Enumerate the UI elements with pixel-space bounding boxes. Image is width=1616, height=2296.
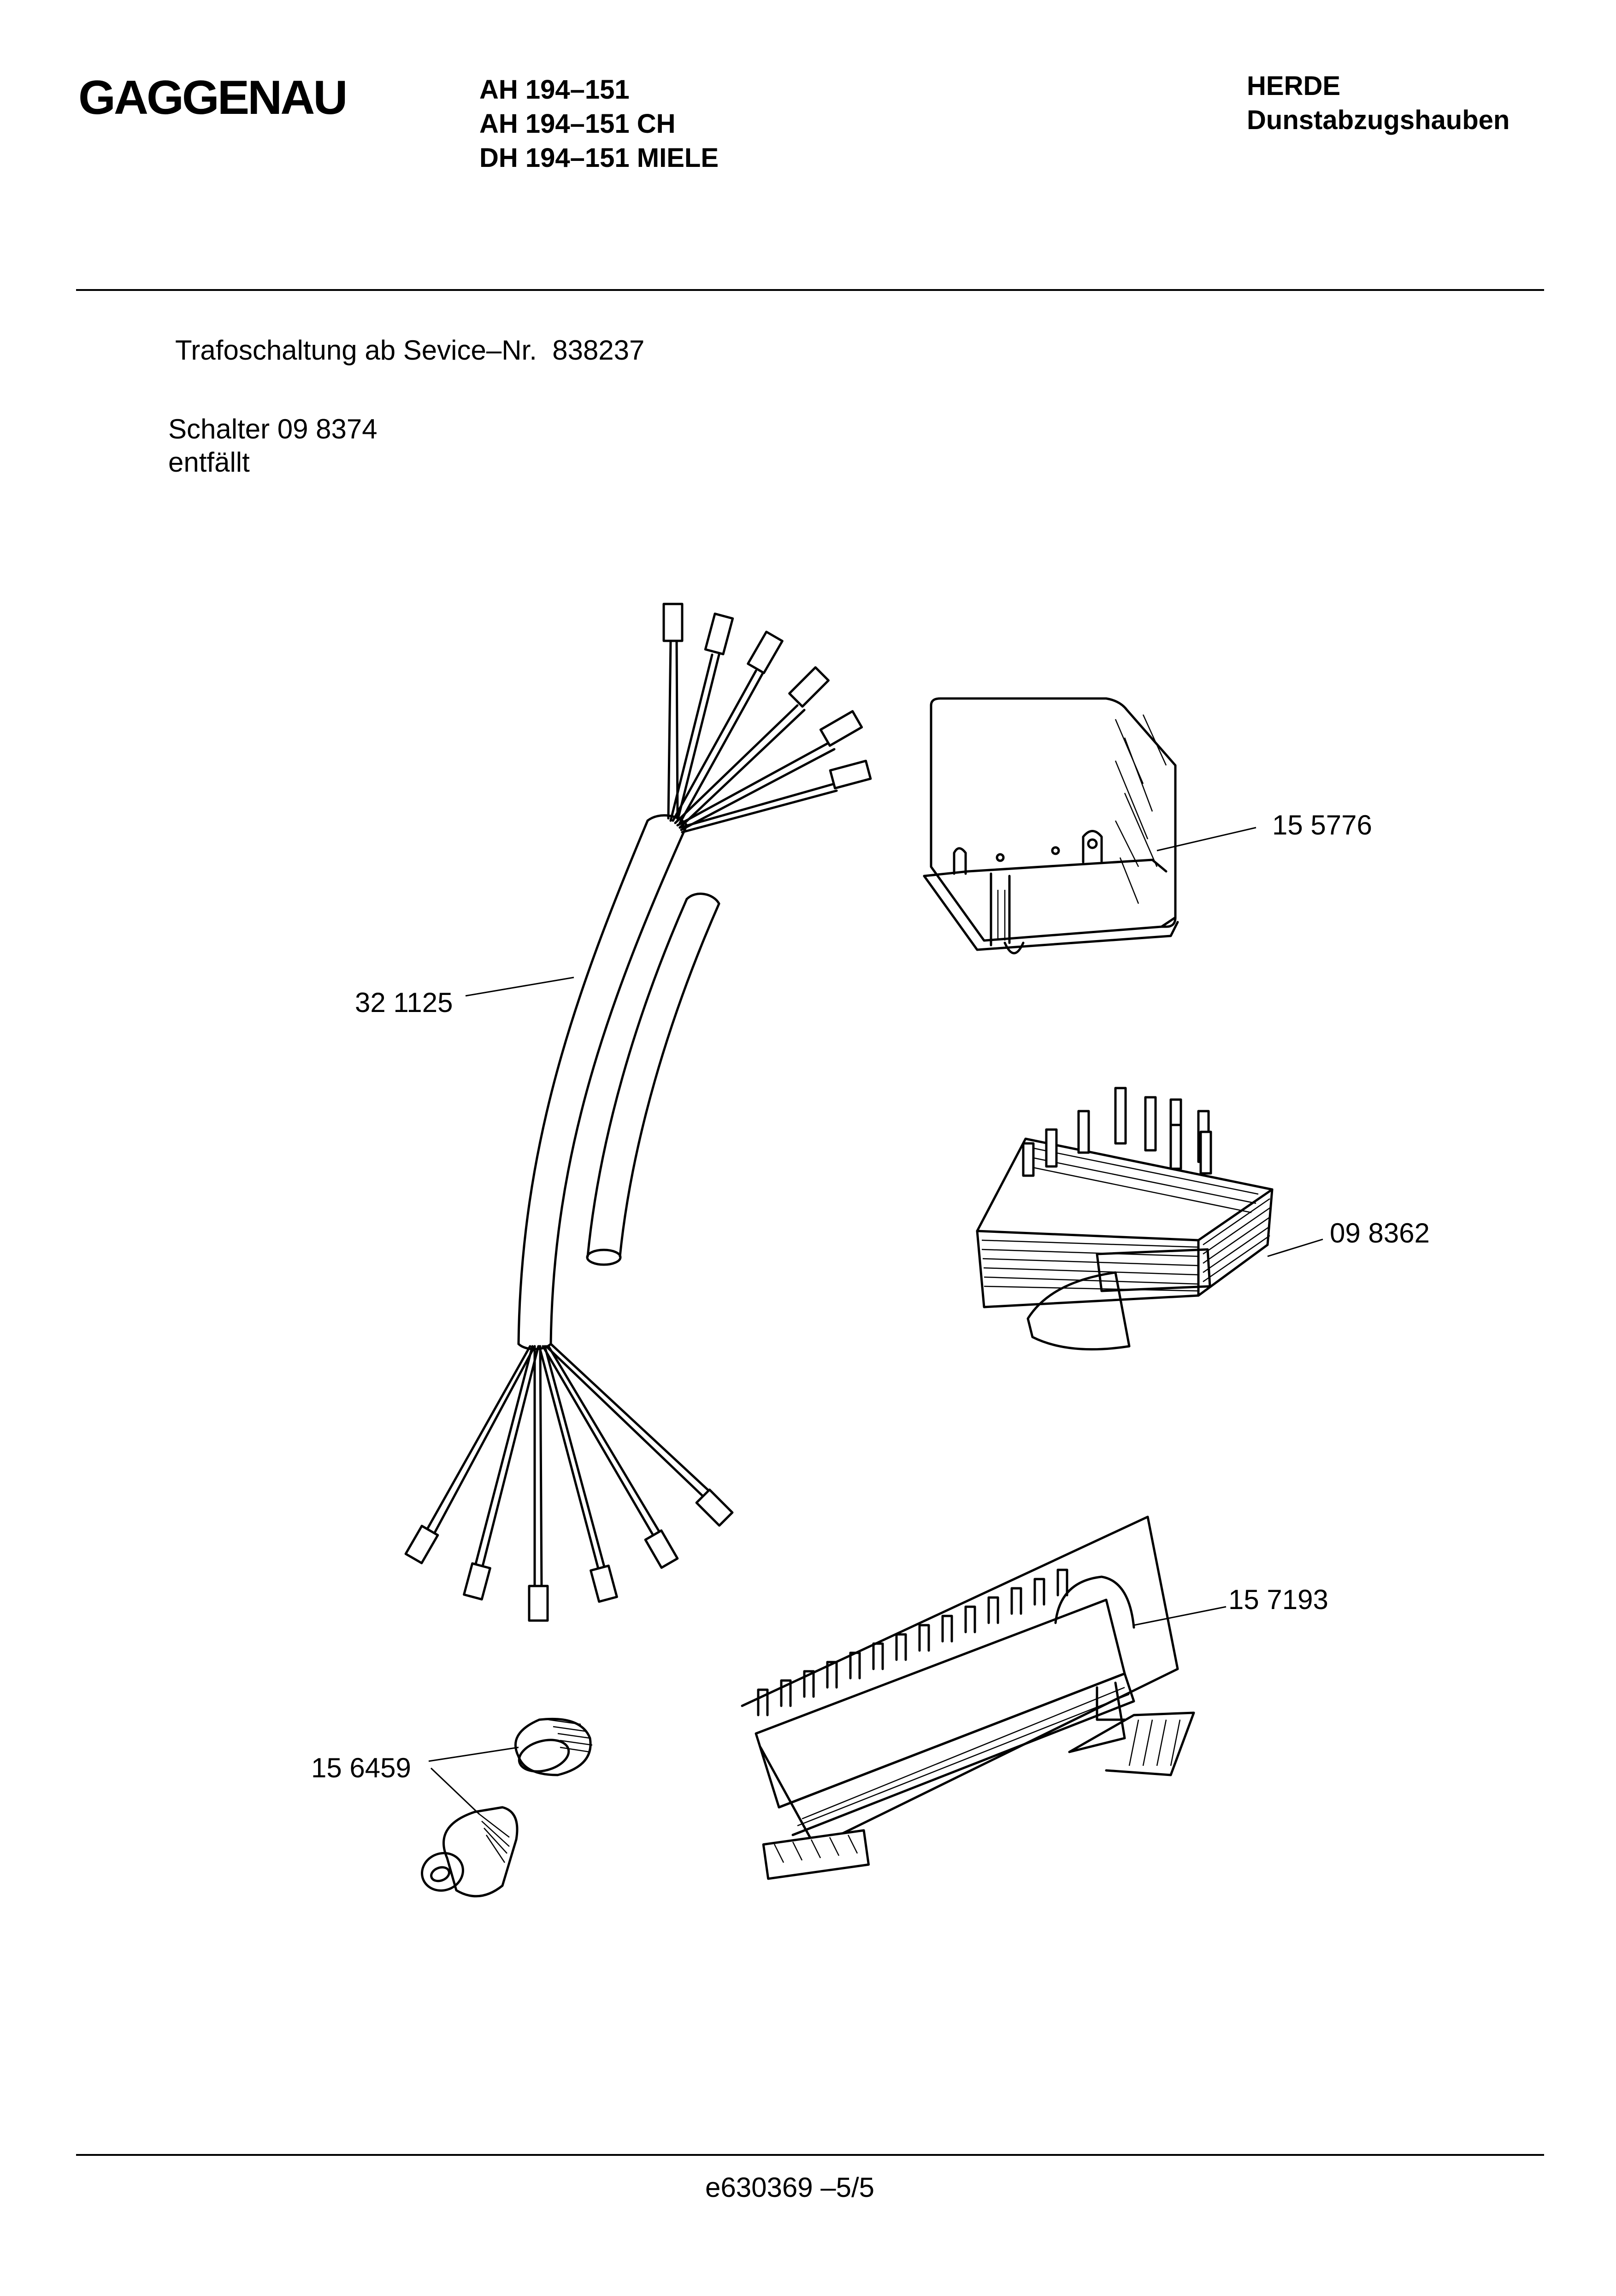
screw-hole	[1087, 838, 1098, 849]
tube-top-end	[685, 893, 720, 905]
part-number-cable-harness: 32 1125	[355, 987, 453, 1018]
cover-outline	[930, 697, 1177, 928]
strip-back-plate	[741, 1515, 1179, 1850]
part-number-cover: 15 5776	[1272, 810, 1372, 840]
connector	[644, 1529, 679, 1569]
tube-right-edge	[619, 902, 720, 1258]
part-number-terminal-strip: 15 7193	[1228, 1584, 1328, 1615]
terminal-strip-drawing	[741, 1515, 1227, 1880]
grommet-hole	[430, 1866, 450, 1882]
leader-line	[428, 1746, 519, 1762]
product-category: HERDE Dunstabzugshauben	[1247, 69, 1510, 137]
transformer-circuit-note: Trafoschaltung ab Sevice–Nr. 838237	[175, 335, 645, 366]
strip-terminals	[757, 1568, 1068, 1716]
bottom-wires	[404, 1343, 734, 1622]
connector	[662, 603, 684, 642]
cover-flange-top	[923, 858, 1168, 877]
screw-hole	[996, 853, 1005, 862]
switch-status: entfällt	[168, 447, 250, 478]
connector	[819, 710, 863, 747]
header-divider	[76, 289, 1544, 291]
cover-lower-frame	[930, 704, 1177, 942]
model-item: AH 194–151	[479, 75, 630, 105]
category-title: HERDE	[1247, 71, 1341, 101]
grommet-knurl	[548, 1719, 593, 1753]
model-item: AH 194–151 CH	[479, 109, 676, 139]
connector	[747, 630, 784, 675]
cover-drawing	[923, 697, 1256, 954]
transformer-drawing	[976, 1087, 1323, 1351]
model-list: AH 194–151 AH 194–151 CH DH 194–151 MIEL…	[479, 73, 719, 175]
part-number-grommet: 15 6459	[311, 1752, 411, 1783]
leader-line	[465, 976, 574, 997]
strip-foot	[1068, 1681, 1195, 1776]
brand-logo: GAGGENAU	[78, 71, 348, 124]
transformer-pins	[1022, 1087, 1212, 1177]
connector	[528, 1585, 549, 1622]
strip-end	[759, 1746, 813, 1841]
switch-note: Schalter 09 8374 entfällt	[168, 413, 377, 479]
strip-front-face	[778, 1672, 1135, 1836]
connector	[590, 1564, 618, 1603]
footer-divider	[76, 2154, 1544, 2156]
grommet-plug-face	[421, 1852, 464, 1892]
category-subtitle: Dunstabzugshauben	[1247, 105, 1510, 135]
connector	[829, 759, 872, 790]
cable-harness-drawing	[404, 603, 872, 1622]
cover-shading	[997, 714, 1167, 941]
grommet-plug	[442, 1806, 519, 1898]
connector	[404, 1525, 439, 1564]
tube-end	[586, 1249, 622, 1266]
leader-line	[430, 1767, 480, 1815]
leader-line	[1267, 1238, 1323, 1257]
sleeve-right-edge	[549, 824, 688, 1345]
connector	[704, 612, 734, 656]
connector	[788, 666, 830, 708]
transformer-winding	[1026, 1271, 1131, 1351]
cover-tab	[953, 847, 967, 875]
strip-support	[1096, 1686, 1126, 1721]
leader-line	[1156, 827, 1256, 852]
switch-part-label: Schalter 09 8374	[168, 414, 377, 444]
model-item: DH 194–151 MIELE	[479, 143, 719, 173]
leader-line	[1133, 1606, 1227, 1626]
cover-tab	[1082, 830, 1103, 864]
strip-shading	[797, 1686, 1130, 1827]
end-block-texture	[773, 1834, 858, 1863]
strip-clip	[1054, 1575, 1135, 1629]
tube-left-edge	[586, 898, 688, 1258]
cover-flange-bottom	[923, 875, 1179, 951]
document-reference: e630369 –5/5	[705, 2172, 875, 2203]
foot-texture	[1128, 1719, 1181, 1766]
lamination-lines	[981, 1147, 1270, 1292]
connector	[463, 1562, 491, 1601]
sleeve-left-edge	[517, 819, 649, 1345]
screw-hole	[1051, 846, 1060, 855]
part-number-transformer: 09 8362	[1330, 1218, 1430, 1249]
cover-lug	[1003, 941, 1025, 954]
grommet-drawing	[421, 1717, 593, 1898]
top-wires	[662, 603, 872, 834]
strip-end-block	[762, 1829, 870, 1880]
connector	[695, 1488, 734, 1527]
grommet-plug-texture	[479, 1814, 510, 1863]
transformer-bobbin	[1096, 1248, 1211, 1292]
transformer-core	[976, 1137, 1274, 1308]
